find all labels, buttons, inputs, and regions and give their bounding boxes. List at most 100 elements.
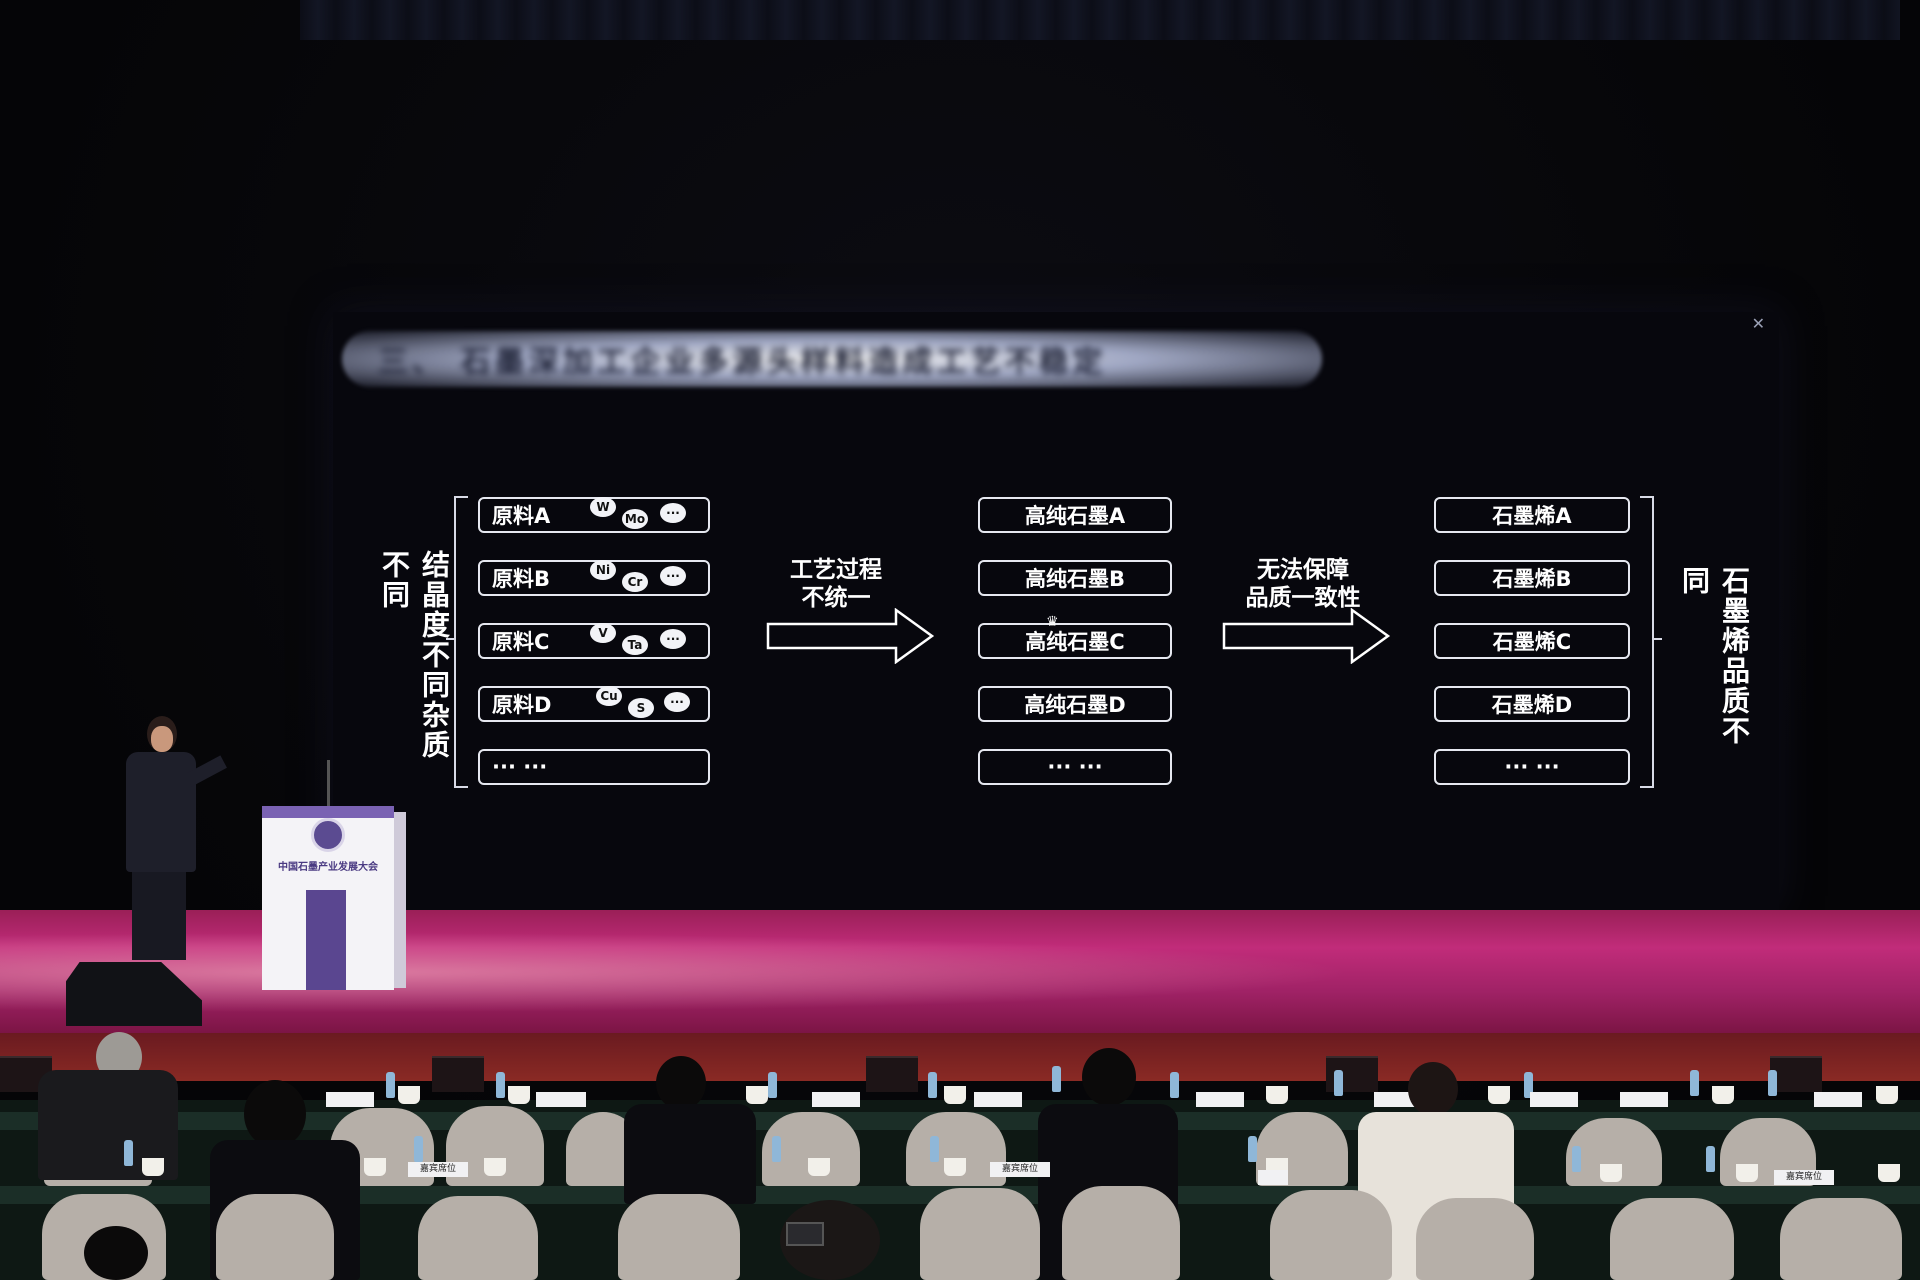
raw-material-label: 原料A bbox=[492, 504, 551, 528]
tea-cup bbox=[508, 1086, 530, 1104]
raw-material-label: ··· ··· bbox=[492, 755, 548, 779]
right-arrow-icon bbox=[766, 608, 935, 664]
raw-material-b: 原料B Ni Cr ··· bbox=[478, 560, 710, 596]
element-bubble: Ta bbox=[622, 635, 648, 655]
stage-curtain bbox=[300, 0, 1900, 40]
element-bubble: W bbox=[590, 497, 616, 517]
graphite-a: 高纯石墨A bbox=[978, 497, 1172, 533]
element-bubble: Mo bbox=[622, 509, 648, 529]
chair bbox=[1270, 1190, 1392, 1280]
left-bracket-tick bbox=[446, 638, 456, 640]
water-bottle bbox=[1524, 1072, 1533, 1098]
chair bbox=[618, 1194, 740, 1280]
right-vertical-label: 石墨烯品质不同 bbox=[1678, 566, 1751, 746]
graphene-more: ··· ··· bbox=[1434, 749, 1630, 785]
graphite-more: ··· ··· bbox=[978, 749, 1172, 785]
water-bottle bbox=[496, 1072, 505, 1098]
name-card bbox=[974, 1092, 1022, 1107]
stage-vent bbox=[432, 1056, 484, 1092]
cursor-icon: ♛ bbox=[1046, 614, 1059, 630]
chair bbox=[1780, 1198, 1902, 1280]
right-bracket-tick bbox=[1652, 638, 1662, 640]
tea-cup bbox=[1266, 1086, 1288, 1104]
water-bottle bbox=[768, 1072, 777, 1098]
water-bottle bbox=[386, 1072, 395, 1098]
tea-cup bbox=[398, 1086, 420, 1104]
element-bubble: ··· bbox=[660, 629, 686, 649]
phone-icon bbox=[786, 1222, 824, 1246]
audience-member bbox=[624, 1104, 756, 1204]
stage-front-panel bbox=[0, 1033, 1920, 1081]
audience-head bbox=[656, 1056, 706, 1110]
arrow1-label: 工艺过程 不统一 bbox=[760, 556, 912, 612]
chair bbox=[418, 1196, 538, 1280]
arrow1-label-line: 工艺过程 bbox=[790, 557, 882, 583]
chair bbox=[1416, 1198, 1534, 1280]
conference-logo-icon bbox=[311, 818, 345, 852]
audience-head bbox=[84, 1226, 148, 1280]
raw-material-label: 原料C bbox=[492, 630, 550, 654]
name-card-guest: 嘉宾席位 bbox=[990, 1162, 1050, 1177]
audience-head bbox=[1408, 1062, 1458, 1116]
element-bubble: S bbox=[628, 698, 654, 718]
tea-cup bbox=[142, 1158, 164, 1176]
chair bbox=[1062, 1186, 1180, 1280]
tea-cup bbox=[1736, 1164, 1758, 1182]
podium-band bbox=[262, 806, 394, 818]
water-bottle bbox=[1052, 1066, 1061, 1092]
name-card bbox=[1814, 1092, 1862, 1107]
podium-title: 中国石墨产业发展大会 bbox=[278, 862, 378, 873]
podium-stripe bbox=[306, 890, 346, 990]
projection-screen: ✕ bbox=[333, 312, 1779, 910]
name-card-guest bbox=[1258, 1170, 1288, 1185]
name-card bbox=[536, 1092, 586, 1107]
water-bottle bbox=[1248, 1136, 1257, 1162]
arrow2-label-line: 品质一致性 bbox=[1245, 585, 1361, 611]
audience-head bbox=[244, 1080, 306, 1148]
element-bubble: Ni bbox=[590, 560, 616, 580]
name-card bbox=[1530, 1092, 1578, 1107]
raw-material-d: 原料D Cu S ··· bbox=[478, 686, 710, 722]
tea-cup bbox=[808, 1158, 830, 1176]
stage-vent bbox=[1770, 1056, 1822, 1092]
tea-cup bbox=[746, 1086, 768, 1104]
graphene-c: 石墨烯C bbox=[1434, 623, 1630, 659]
raw-material-c: 原料C V Ta ··· bbox=[478, 623, 710, 659]
raw-material-label: 原料D bbox=[492, 693, 552, 717]
name-card-guest: 嘉宾席位 bbox=[408, 1162, 468, 1177]
tea-cup bbox=[1878, 1164, 1900, 1182]
graphene-b: 石墨烯B bbox=[1434, 560, 1630, 596]
water-bottle bbox=[930, 1136, 939, 1162]
left-vertical-label: 结晶度不同杂质不同 bbox=[378, 550, 451, 760]
microphone-stand bbox=[327, 760, 330, 810]
water-bottle bbox=[1572, 1146, 1581, 1172]
water-bottle bbox=[1706, 1146, 1715, 1172]
expand-icon: ✕ bbox=[1751, 314, 1765, 333]
tea-cup bbox=[1600, 1164, 1622, 1182]
element-bubble: ··· bbox=[660, 566, 686, 586]
slide-title-blurred: 三、 石墨深加工企业多源头样料造成工艺不稳定 bbox=[342, 331, 1322, 387]
water-bottle bbox=[1334, 1070, 1343, 1096]
graphene-a: 石墨烯A bbox=[1434, 497, 1630, 533]
graphite-d: 高纯石墨D bbox=[978, 686, 1172, 722]
graphite-b: 高纯石墨B bbox=[978, 560, 1172, 596]
element-bubble: ··· bbox=[664, 692, 690, 712]
speaker-legs bbox=[132, 860, 186, 960]
water-bottle bbox=[414, 1136, 423, 1162]
right-arrow-icon bbox=[1222, 608, 1391, 664]
tea-cup bbox=[364, 1158, 386, 1176]
left-bracket bbox=[454, 496, 468, 788]
water-bottle bbox=[928, 1072, 937, 1098]
graphene-d: 石墨烯D bbox=[1434, 686, 1630, 722]
speaker-face bbox=[151, 726, 173, 752]
raw-material-label: 原料B bbox=[492, 567, 551, 591]
water-bottle bbox=[124, 1140, 133, 1166]
chair bbox=[216, 1194, 334, 1280]
arrow2-label-line: 无法保障 bbox=[1257, 557, 1349, 583]
element-bubble: V bbox=[590, 623, 616, 643]
name-card bbox=[1196, 1092, 1244, 1107]
podium-side bbox=[394, 812, 406, 988]
water-bottle bbox=[772, 1136, 781, 1162]
chair bbox=[920, 1188, 1040, 1280]
name-card bbox=[812, 1092, 860, 1107]
